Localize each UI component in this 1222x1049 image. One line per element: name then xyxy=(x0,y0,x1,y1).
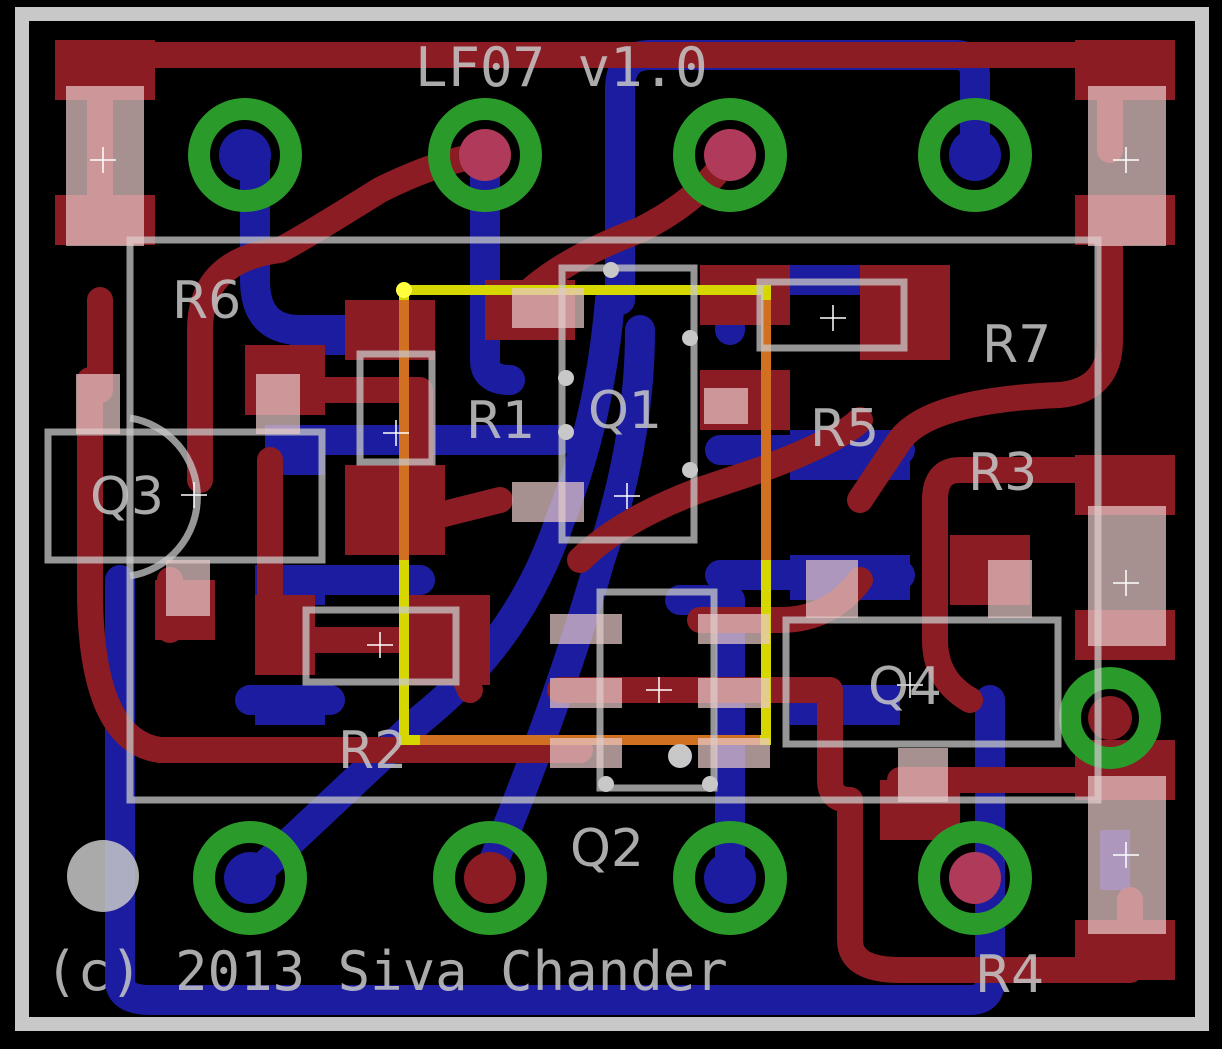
silkscreen-dots xyxy=(67,262,718,912)
pin1-marker xyxy=(396,282,412,298)
r1-label: R1 xyxy=(466,391,535,451)
via-bottom-1 xyxy=(193,821,307,935)
via-top-2 xyxy=(428,98,542,212)
via-right xyxy=(1059,667,1161,769)
copyright-label: (c) 2013 Siva Chander xyxy=(45,940,728,1003)
r5-label: R5 xyxy=(810,399,879,459)
version-label: LF07 v1.0 xyxy=(415,36,708,99)
r2-label: R2 xyxy=(338,721,407,781)
r7-label: R7 xyxy=(982,315,1051,375)
through-hole-vias xyxy=(188,98,1161,935)
r3-label: R3 xyxy=(968,443,1037,503)
q2-label: Q2 xyxy=(570,819,644,879)
q3-label: Q3 xyxy=(90,467,164,527)
silkscreen-pads xyxy=(66,86,1166,934)
via-top-4 xyxy=(918,98,1032,212)
r6-label: R6 xyxy=(172,271,241,331)
via-bottom-4 xyxy=(918,821,1032,935)
via-top-1 xyxy=(188,98,302,212)
q1-label: Q1 xyxy=(588,381,662,441)
via-bottom-2 xyxy=(433,821,547,935)
via-bottom-3 xyxy=(673,821,787,935)
via-top-3 xyxy=(673,98,787,212)
r4-label: R4 xyxy=(975,945,1044,1005)
crosshair-markers xyxy=(90,147,1139,868)
board-outline xyxy=(15,7,1209,1031)
q4-label: Q4 xyxy=(868,657,942,717)
